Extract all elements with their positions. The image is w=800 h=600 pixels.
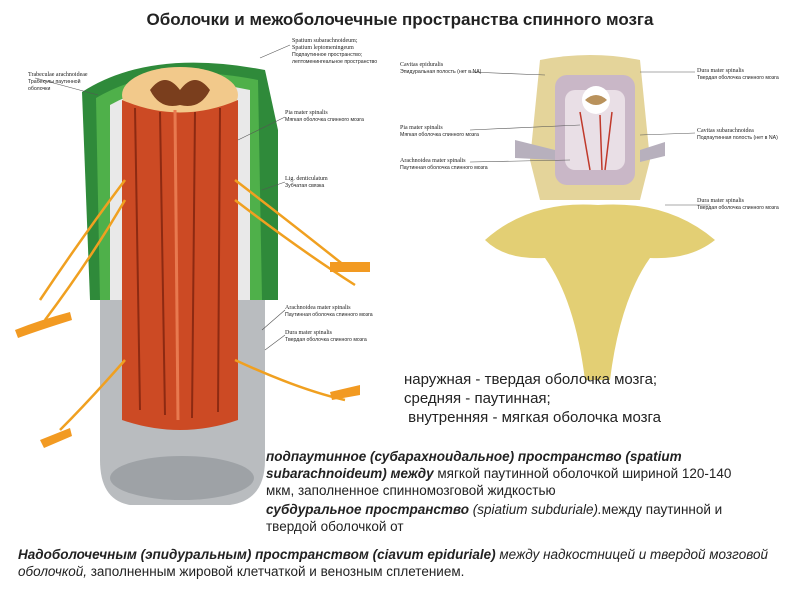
paragraph-subarachnoid: подпаутинное (субарахноидальное) простра… (266, 448, 736, 499)
membrane-inner: внутренняя - мягкая оболочка мозга (404, 409, 661, 426)
label-arachnoid-left-lat: Arachnoidea mater spinalis (285, 305, 351, 311)
paragraph-epidural-rest: заполненным жировой клетчаткой и венозны… (86, 564, 465, 579)
label-pia-right-lat: Pia mater spinalis (400, 125, 443, 131)
label-arachnoid-left: Arachnoidea mater spinalis Паутинная обо… (285, 305, 375, 319)
label-arachnoid-right: Arachnoidea mater spinalis Паутинная обо… (400, 158, 510, 172)
paragraph-subarachnoid-rest: мягкой паутинной оболочкой шириной 120-1… (266, 466, 732, 498)
paragraph-subdural-ital: (spiatium subduriale). (468, 502, 602, 517)
label-trabeculae: Trabeculae arachnoideae Трабекулы паутин… (28, 72, 88, 93)
label-dura-left-ru: Твердая оболочка спинного мозга (285, 337, 367, 343)
label-arachnoid-right-lat: Arachnoidea mater spinalis (400, 158, 466, 164)
label-dura1-ru: Твердая оболочка спинного мозга (697, 75, 779, 81)
label-pia-right: Pia mater spinalis Мягкая оболочка спинн… (400, 125, 510, 139)
label-lig-denticulatum: Lig. denticulatum Зубчатая связка (285, 176, 365, 190)
label-dura2-ru: Твердая оболочка спинного мозга (697, 205, 779, 211)
paragraph-subdural-bold: субдуральное пространство (266, 502, 469, 517)
label-dura1-lat: Dura mater spinalis (697, 68, 744, 74)
label-dura2-lat: Dura mater spinalis (697, 198, 744, 204)
label-subarachnoid-ru: Подпаутинное пространство; лептоменингеа… (292, 52, 378, 65)
label-cavitas-epi-lat: Cavitas epiduralis (400, 62, 444, 68)
paragraph-epidural-ital: между надкостницей и твердой мозговой об… (18, 547, 768, 579)
label-pia-left: Pia mater spinalis Мягкая оболочка спинн… (285, 110, 365, 124)
paragraph-subarachnoid-bold: подпаутинное (субарахноидальное) простра… (266, 449, 682, 481)
label-cavitas-sub-ru: Подпаутинная полость (нет в NA) (697, 135, 778, 141)
paragraph-subdural: субдуральное пространство (spiatium subd… (266, 501, 736, 535)
membrane-list: наружная - твердая оболочка мозга; средн… (404, 370, 794, 427)
membrane-middle: средняя - паутинная; (404, 390, 551, 407)
membrane-outer: наружная - твердая оболочка мозга; (404, 371, 658, 388)
label-subarachnoid-space: Spatium subarachnoideum; Spatium leptome… (292, 38, 402, 66)
label-arachnoid-right-ru: Паутинная оболочка спинного мозга (400, 165, 488, 171)
label-subarachnoid-lat2: Spatium leptomeningeum (292, 45, 354, 51)
label-dura-right-bottom: Dura mater spinalis Твердая оболочка спи… (697, 198, 797, 212)
label-pia-left-ru: Мягкая оболочка спинного мозга (285, 117, 364, 123)
page-title: Оболочки и межоболочечные пространства с… (146, 10, 654, 29)
label-cavitas-sub-lat: Cavitas subarachnoidea (697, 128, 754, 134)
label-cavitas-subarachnoidea: Cavitas subarachnoidea Подпаутинная поло… (697, 128, 797, 142)
label-arachnoid-left-ru: Паутинная оболочка спинного мозга (285, 312, 373, 318)
label-dura-left: Dura mater spinalis Твердая оболочка спи… (285, 330, 375, 344)
label-lig-ru: Зубчатая связка (285, 183, 325, 189)
label-subarachnoid-lat1: Spatium subarachnoideum; (292, 38, 358, 44)
label-pia-left-lat: Pia mater spinalis (285, 110, 328, 116)
label-cavitas-epi-ru: Эпидуральная полость (нет в NA) (400, 69, 482, 75)
paragraph-subdural-rest: между паутинной и твердой оболочкой от (266, 502, 723, 534)
label-lig-lat: Lig. denticulatum (285, 176, 328, 182)
spinal-cord-longitudinal-illustration (15, 44, 370, 505)
label-pia-right-ru: Мягкая оболочка спинного мозга (400, 132, 479, 138)
label-dura-right-top: Dura mater spinalis Твердая оболочка спи… (697, 68, 797, 82)
label-trabeculae-ru: Трабекулы паутинной оболочки (28, 79, 81, 92)
label-cavitas-epiduralis: Cavitas epiduralis Эпидуральная полость … (400, 62, 530, 76)
label-dura-left-lat: Dura mater spinalis (285, 330, 332, 336)
paragraph-epidural: Надоболочечным (эпидуральным) пространст… (18, 546, 788, 580)
paragraph-epidural-bold: Надоболочечным (эпидуральным) пространст… (18, 547, 496, 562)
label-trabeculae-lat: Trabeculae arachnoideae (28, 72, 88, 78)
